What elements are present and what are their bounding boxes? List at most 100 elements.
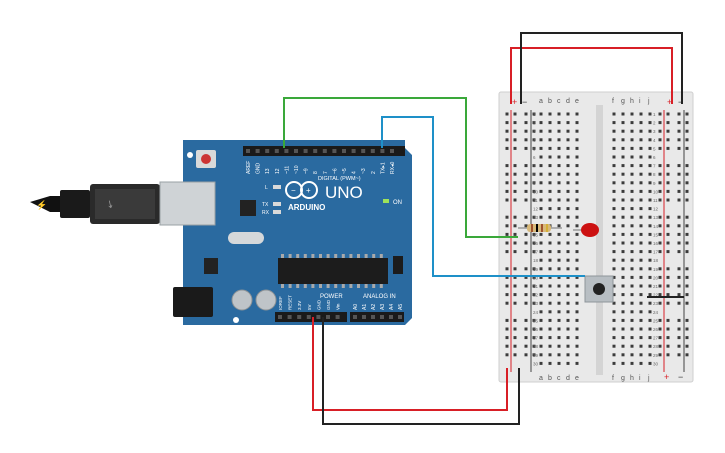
breadboard-hole[interactable] [621, 181, 625, 185]
breadboard-hole[interactable] [557, 250, 561, 254]
breadboard-hole[interactable] [548, 181, 552, 185]
bottom-pin-holes[interactable] [278, 315, 402, 319]
breadboard-hole[interactable] [612, 207, 616, 211]
rail-hole[interactable] [513, 198, 517, 202]
rail-hole[interactable] [677, 293, 681, 297]
breadboard-hole[interactable] [548, 232, 552, 236]
power-header[interactable] [275, 312, 347, 322]
rail-hole[interactable] [524, 327, 528, 331]
breadboard-hole[interactable] [612, 112, 616, 116]
breadboard-hole[interactable] [548, 207, 552, 211]
rail-hole[interactable] [532, 318, 536, 322]
breadboard-hole[interactable] [539, 361, 543, 365]
breadboard-hole[interactable] [648, 224, 652, 228]
rail-hole[interactable] [532, 232, 536, 236]
breadboard-hole[interactable] [648, 301, 652, 305]
breadboard-hole[interactable] [566, 267, 570, 271]
rail-hole[interactable] [513, 275, 517, 279]
breadboard-hole[interactable] [639, 129, 643, 133]
breadboard-hole[interactable] [539, 250, 543, 254]
digital-pin-hole[interactable] [332, 149, 337, 153]
breadboard-hole[interactable] [557, 318, 561, 322]
breadboard-hole[interactable] [566, 121, 570, 125]
breadboard-hole[interactable] [557, 129, 561, 133]
breadboard-hole[interactable] [612, 318, 616, 322]
rail-hole[interactable] [532, 293, 536, 297]
rail-hole[interactable] [685, 267, 689, 271]
rail-hole[interactable] [685, 250, 689, 254]
breadboard-hole[interactable] [539, 275, 543, 279]
rail-hole[interactable] [658, 164, 662, 168]
breadboard-hole[interactable] [630, 112, 634, 116]
rail-hole[interactable] [685, 112, 689, 116]
breadboard-hole[interactable] [648, 361, 652, 365]
rail-hole[interactable] [685, 172, 689, 176]
digital-pin-hole[interactable] [390, 149, 394, 153]
digital-pin-hole[interactable] [294, 149, 298, 153]
breadboard-hole[interactable] [557, 353, 561, 357]
breadboard-hole[interactable] [575, 198, 579, 202]
rail-hole[interactable] [505, 215, 509, 219]
breadboard-hole[interactable] [548, 138, 552, 142]
breadboard-hole[interactable] [621, 336, 625, 340]
wire-black-rail-bridge[interactable] [520, 32, 683, 104]
breadboard-hole[interactable] [630, 215, 634, 219]
breadboard-hole[interactable] [630, 198, 634, 202]
rail-hole[interactable] [513, 232, 517, 236]
rail-hole[interactable] [513, 353, 517, 357]
digital-pin-hole[interactable] [370, 149, 375, 153]
breadboard-hole[interactable] [548, 198, 552, 202]
rail-hole[interactable] [677, 241, 681, 245]
rail-hole[interactable] [532, 344, 536, 348]
rail-hole[interactable] [524, 138, 528, 142]
digital-pin-hole[interactable] [380, 149, 385, 153]
breadboard-hole[interactable] [557, 198, 561, 202]
breadboard-hole[interactable] [630, 155, 634, 159]
rail-hole[interactable] [666, 164, 670, 168]
breadboard-hole[interactable] [612, 327, 616, 331]
rail-hole[interactable] [524, 250, 528, 254]
rail-hole[interactable] [666, 241, 670, 245]
rail-hole[interactable] [532, 284, 536, 288]
breadboard-hole[interactable] [639, 250, 643, 254]
breadboard-hole[interactable] [639, 284, 643, 288]
rail-hole[interactable] [513, 172, 517, 176]
rail-hole[interactable] [524, 353, 528, 357]
rail-hole[interactable] [677, 164, 681, 168]
breadboard-hole[interactable] [575, 189, 579, 193]
breadboard-hole[interactable] [621, 344, 625, 348]
rail-hole[interactable] [666, 146, 670, 150]
power-pin-hole[interactable] [316, 315, 321, 319]
rail-hole[interactable] [677, 275, 681, 279]
breadboard-hole[interactable] [566, 164, 570, 168]
rail-hole[interactable] [677, 146, 681, 150]
breadboard-hole[interactable] [630, 172, 634, 176]
breadboard-hole[interactable] [575, 224, 579, 228]
rail-hole[interactable] [513, 293, 517, 297]
breadboard-hole[interactable] [621, 189, 625, 193]
breadboard-hole[interactable] [648, 258, 652, 262]
breadboard-hole[interactable] [566, 207, 570, 211]
resistor[interactable] [518, 224, 562, 232]
breadboard-hole[interactable] [648, 172, 652, 176]
rail-hole[interactable] [666, 318, 670, 322]
breadboard-hole[interactable] [539, 112, 543, 116]
breadboard-hole[interactable] [630, 258, 634, 262]
breadboard-hole[interactable] [639, 353, 643, 357]
breadboard-hole[interactable] [539, 293, 543, 297]
rail-hole[interactable] [505, 284, 509, 288]
rail-hole[interactable] [658, 232, 662, 236]
breadboard-hole[interactable] [621, 224, 625, 228]
breadboard-hole[interactable] [639, 112, 643, 116]
rail-hole[interactable] [658, 250, 662, 254]
rail-hole[interactable] [532, 327, 536, 331]
breadboard-hole[interactable] [612, 344, 616, 348]
power-pin-hole[interactable] [287, 315, 292, 319]
rail-hole[interactable] [666, 224, 670, 228]
rail-hole[interactable] [658, 284, 662, 288]
breadboard-hole[interactable] [566, 112, 570, 116]
breadboard-hole[interactable] [648, 318, 652, 322]
breadboard-hole[interactable] [557, 232, 561, 236]
wire-red-rail-bridge[interactable] [510, 47, 673, 104]
breadboard-hole[interactable] [630, 121, 634, 125]
